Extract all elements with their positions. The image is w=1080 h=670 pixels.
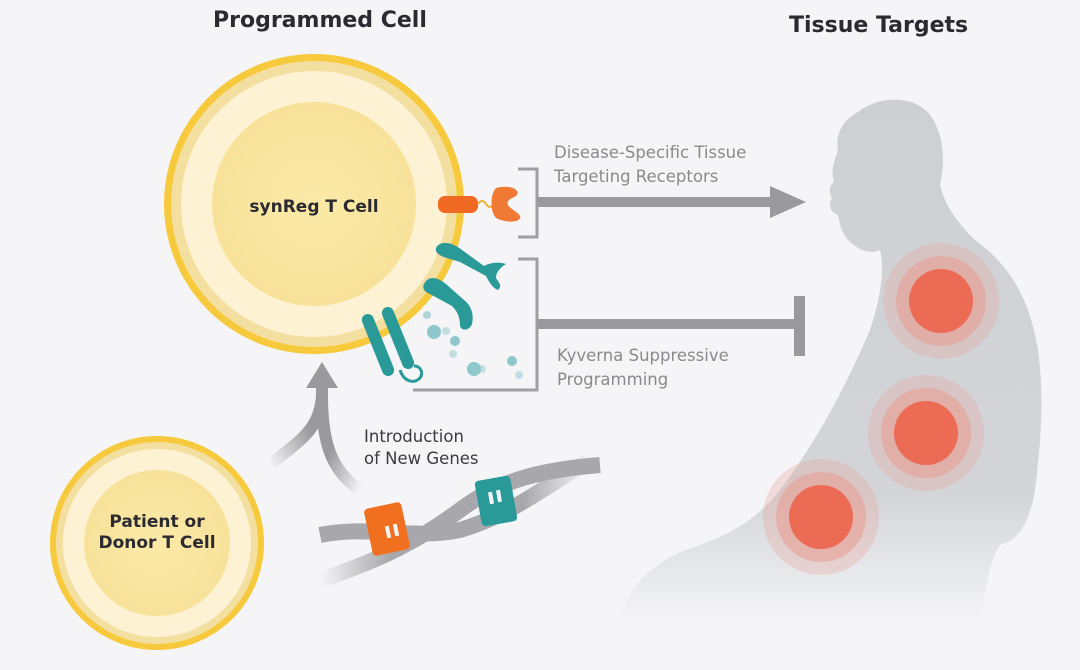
genes-label-line2: of New Genes bbox=[364, 449, 479, 468]
teal-gene-segment bbox=[474, 475, 518, 527]
tissue-targets-title: Tissue Targets bbox=[789, 13, 969, 38]
patient-cell-label-line2: Donor T Cell bbox=[98, 533, 216, 553]
synreg-cell-label: synReg T Cell bbox=[249, 197, 379, 217]
orange-receptor-icon bbox=[438, 186, 521, 222]
human-silhouette-icon bbox=[620, 99, 1042, 625]
genes-label: Introduction of New Genes bbox=[364, 426, 479, 470]
suppressive-label-line2: Programming bbox=[557, 370, 669, 389]
genes-label-line1: Introduction bbox=[364, 427, 464, 446]
dna-helix-icon bbox=[317, 453, 601, 588]
suppressive-label: Kyverna Suppressive Programming bbox=[557, 344, 729, 392]
patient-t-cell bbox=[50, 436, 264, 650]
programming-arrow bbox=[266, 362, 364, 495]
inflammation-spot-icon bbox=[868, 375, 984, 491]
inhibition-line bbox=[537, 296, 805, 356]
synreg-t-cell bbox=[164, 54, 464, 354]
inflammation-spot-icon bbox=[763, 459, 879, 575]
programmed-cell-title: Programmed Cell bbox=[213, 8, 427, 33]
patient-cell-label: Patient or Donor T Cell bbox=[82, 512, 232, 554]
secreted-molecules bbox=[423, 311, 523, 379]
receptors-label-line1: Disease-Specific Tissue bbox=[554, 143, 747, 162]
inflammation-spot-icon bbox=[883, 243, 999, 359]
patient-cell-label-line1: Patient or bbox=[109, 512, 205, 532]
teal-protein-icon bbox=[361, 242, 506, 383]
body-shape bbox=[620, 99, 1042, 625]
receptors-label-line2: Targeting Receptors bbox=[554, 167, 719, 186]
receptors-label: Disease-Specific Tissue Targeting Recept… bbox=[554, 141, 746, 189]
suppressive-label-line1: Kyverna Suppressive bbox=[557, 346, 729, 365]
target-arrow bbox=[537, 186, 806, 218]
receptor-bracket bbox=[518, 167, 539, 239]
